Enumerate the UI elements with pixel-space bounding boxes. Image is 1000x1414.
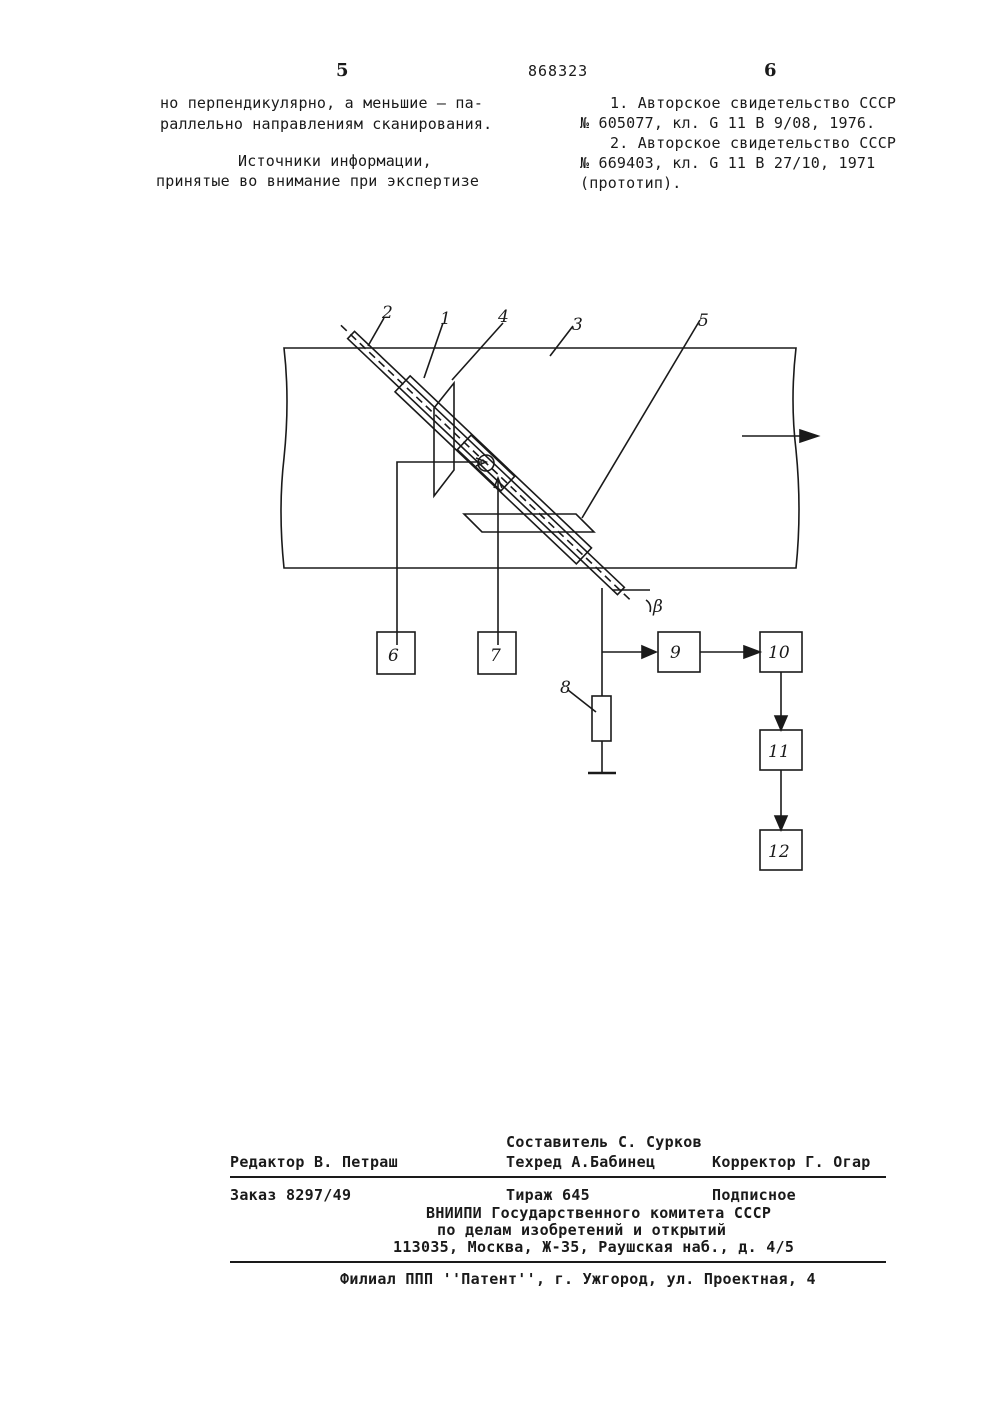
resistor-8 xyxy=(592,696,611,741)
rule-top xyxy=(230,1176,886,1178)
imprint-techred: Техред А.Бабинец xyxy=(506,1153,655,1171)
imprint-address: 113035, Москва, Ж-35, Раушская наб., д. … xyxy=(393,1238,794,1256)
plate-5 xyxy=(464,514,594,532)
imprint-podpisnoe: Подписное xyxy=(712,1186,796,1204)
rule-bottom xyxy=(230,1261,886,1263)
motion-arrow xyxy=(742,430,818,442)
imprint-compiler: Составитель С. Сурков xyxy=(506,1133,702,1151)
label-6: 6 xyxy=(388,646,399,666)
label-3: 3 xyxy=(572,315,583,335)
imprint-editor: Редактор В. Петраш xyxy=(230,1153,398,1171)
plate-4 xyxy=(434,383,454,496)
label-5: 5 xyxy=(698,311,709,331)
label-9: 9 xyxy=(670,643,681,663)
label-1: 1 xyxy=(440,309,451,329)
imprint-order: Заказ 8297/49 xyxy=(230,1186,351,1204)
label-4: 4 xyxy=(497,307,509,327)
label-7: 7 xyxy=(490,646,501,666)
imprint-tirazh: Тираж 645 xyxy=(506,1186,590,1204)
label-10: 10 xyxy=(768,643,790,663)
label-2: 2 xyxy=(381,303,393,323)
tape-carrier xyxy=(281,348,799,568)
imprint-branch: Филиал ППП ''Патент'', г. Ужгород, ул. П… xyxy=(340,1270,816,1288)
imprint-org-1: ВНИИПИ Государственного комитета СССР xyxy=(426,1204,771,1222)
label-beta: β xyxy=(652,597,663,617)
label-12: 12 xyxy=(768,842,790,862)
label-11: 11 xyxy=(768,742,790,762)
schematic-diagram: 2 1 4 3 5 β 6 7 9 10 11 12 8 xyxy=(0,0,1000,900)
imprint-org-2: по делам изобретений и открытий xyxy=(437,1221,726,1239)
imprint-corrector: Корректор Г. Огар xyxy=(712,1153,871,1171)
rod-element xyxy=(333,317,638,608)
label-8: 8 xyxy=(560,678,571,698)
